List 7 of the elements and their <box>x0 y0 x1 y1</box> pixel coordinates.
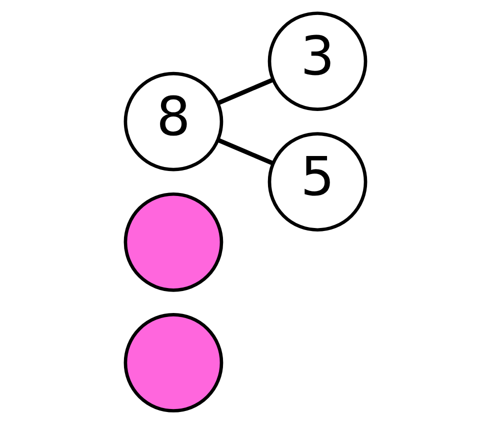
node-circle: 8 <box>124 72 224 172</box>
node-circle <box>124 313 224 412</box>
connector <box>217 138 274 166</box>
node-circle: 3 <box>268 12 368 111</box>
node-circle: 5 <box>268 132 368 232</box>
node-circle <box>124 192 224 292</box>
connector <box>217 78 274 106</box>
